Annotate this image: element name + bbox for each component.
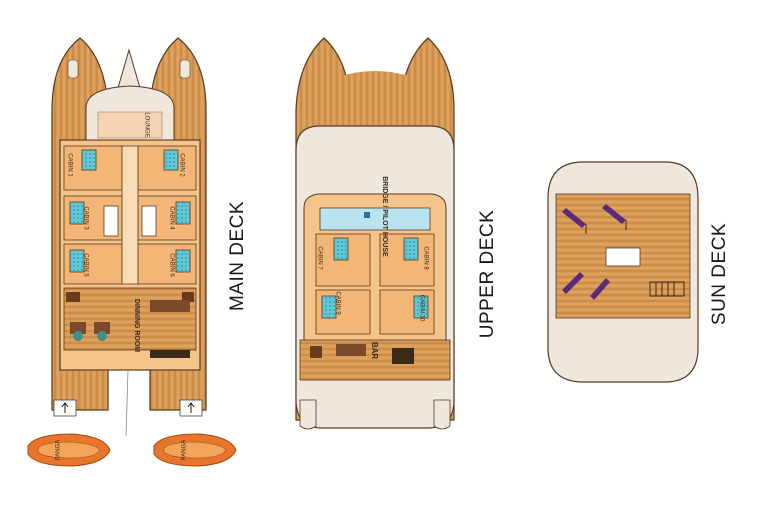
label-cabin-1: CABIN 1 bbox=[66, 153, 73, 177]
main-cabins bbox=[63, 145, 197, 285]
label-cabin-9: CABIN 9 bbox=[334, 291, 341, 315]
label-dining-room: DINNING ROOM bbox=[133, 298, 141, 353]
label-cabin-5: CABIN 5 bbox=[82, 253, 89, 277]
label-bar: BAR bbox=[370, 341, 380, 360]
label-panga-left: PANGA bbox=[55, 439, 62, 461]
label-cabin-4: CABIN 4 bbox=[168, 206, 175, 230]
label-lounge: LOUNGE bbox=[143, 112, 150, 138]
label-cabin-6: CABIN 6 bbox=[168, 253, 175, 277]
sun-deck bbox=[547, 161, 699, 383]
sun-deck-hatch bbox=[605, 247, 641, 267]
label-bridge: BRIDGE / PILOT HOUSE bbox=[380, 176, 388, 257]
main-deck-title: MAIN DECK bbox=[227, 200, 248, 312]
upper-deck bbox=[295, 37, 455, 430]
label-cabin-3: CABIN 3 bbox=[82, 206, 89, 230]
main-deck bbox=[27, 37, 237, 467]
label-panga-right: PANGA bbox=[181, 439, 188, 461]
label-cabin-2: CABIN 2 bbox=[178, 153, 185, 177]
label-cabin-7: CABIN 7 bbox=[316, 246, 323, 270]
sun-deck-stairs bbox=[649, 281, 685, 297]
label-cabin-10: CABIN 10 bbox=[418, 294, 425, 322]
main-bow-spike bbox=[117, 48, 141, 89]
label-cabin-8: CABIN 8 bbox=[422, 246, 429, 270]
sun-deck-title: SUN DECK bbox=[709, 222, 730, 326]
bridge bbox=[319, 207, 431, 231]
main-dining-area bbox=[63, 287, 197, 351]
upper-deck-title: UPPER DECK bbox=[477, 209, 498, 339]
